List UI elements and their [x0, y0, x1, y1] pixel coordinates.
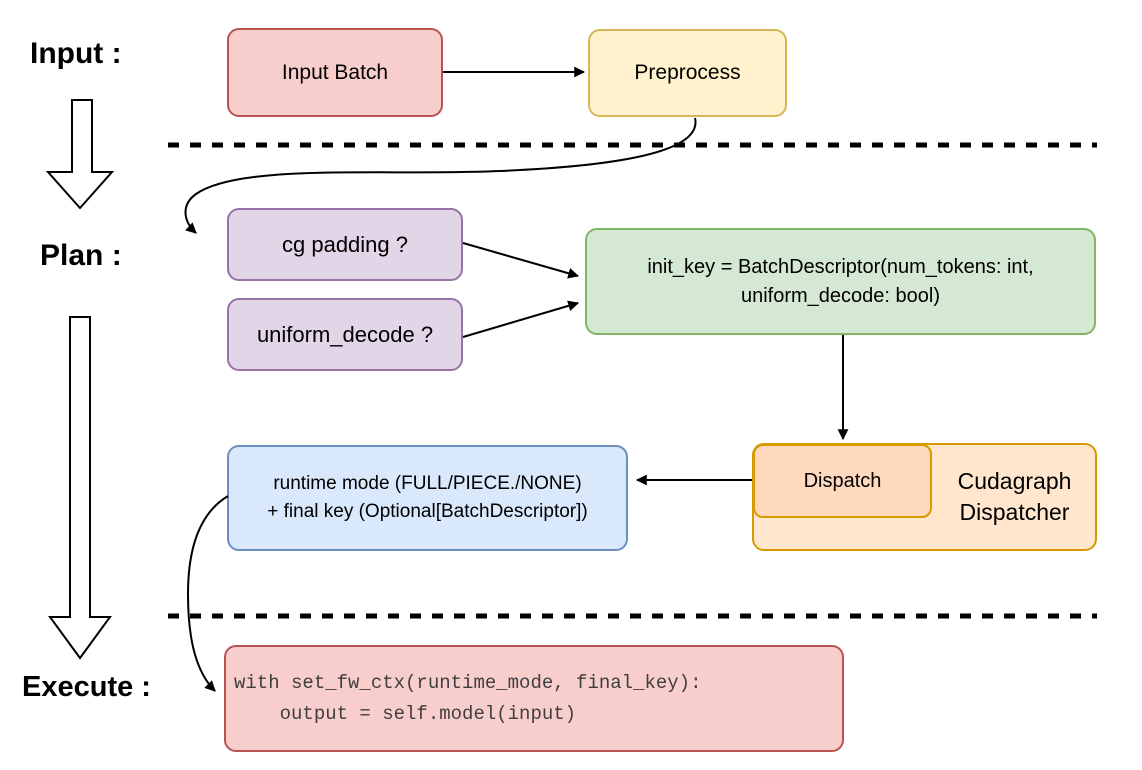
node-execute-code-line1: with set_fw_ctx(runtime_mode, final_key)… [234, 671, 702, 694]
node-runtime-line1: runtime mode (FULL/PIECE./NONE) [273, 473, 582, 494]
node-preprocess-label: Preprocess [634, 61, 741, 84]
node-preprocess: Preprocess [588, 29, 787, 117]
block-arrow-plan-to-execute-icon [48, 316, 112, 660]
block-arrow-input-to-plan-icon [45, 99, 115, 210]
node-init-key-line1: init_key = BatchDescriptor(num_tokens: i… [647, 255, 1034, 278]
node-cg-padding-label: cg padding ? [282, 231, 408, 257]
stage-label-execute: Execute : [22, 671, 151, 703]
node-input-batch: Input Batch [227, 28, 443, 117]
connector-uniform-decode-to-init-key [462, 300, 580, 338]
node-init-key-line2: uniform_decode: bool) [740, 284, 940, 307]
node-execute-code-line2: output = self.model(input) [234, 702, 577, 725]
node-cudagraph-dispatcher-label: Cudagraph Dispatcher [934, 445, 1095, 549]
node-dispatch: Dispatch [753, 444, 932, 518]
node-runtime-mode-final-key: runtime mode (FULL/PIECE./NONE) + final … [227, 445, 628, 551]
stage-label-plan: Plan : [40, 239, 122, 272]
connector-cg-padding-to-init-key [462, 242, 580, 279]
stage-label-input: Input : [30, 37, 122, 70]
connector-runtime-mode-to-execute-code [186, 495, 229, 692]
node-uniform-decode-label: uniform_decode ? [256, 321, 434, 347]
node-cg-padding: cg padding ? [227, 208, 463, 281]
node-runtime-line2: + final key (Optional[BatchDescriptor]) [267, 501, 588, 522]
node-init-key: init_key = BatchDescriptor(num_tokens: i… [585, 228, 1096, 335]
node-dispatch-label: Dispatch [803, 469, 882, 492]
node-cudagraph-line2: Dispatcher [959, 499, 1070, 525]
node-execute-code: with set_fw_ctx(runtime_mode, final_key)… [224, 645, 844, 752]
node-cudagraph-line1: Cudagraph [957, 468, 1072, 494]
node-uniform-decode: uniform_decode ? [227, 298, 463, 371]
node-input-batch-label: Input Batch [281, 60, 389, 84]
